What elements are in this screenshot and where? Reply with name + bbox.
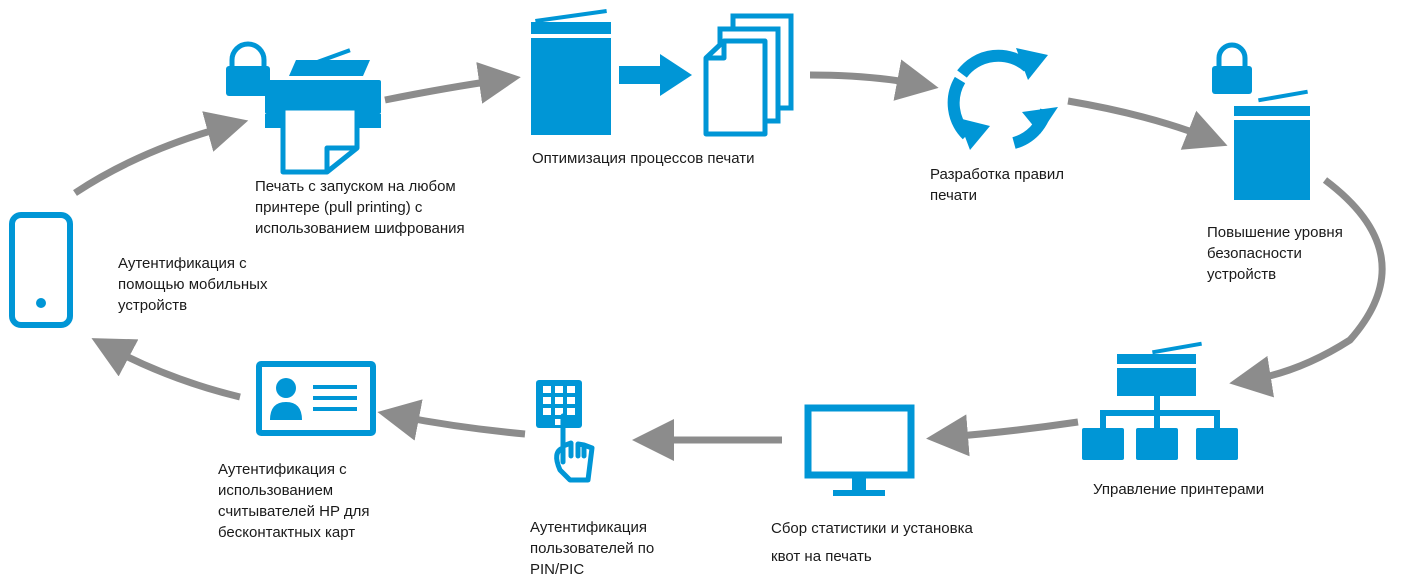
arrow-phone-to-pull-print — [73, 111, 249, 196]
step-label-printer-management: Управление принтерами — [1093, 481, 1265, 498]
step-label-device-security: Повышение уровня безопасности устройств — [1207, 224, 1343, 283]
arrow-pull-print-to-optimization — [384, 62, 521, 104]
step-label-card-authentication: Аутентификация с использованием считыват… — [218, 461, 370, 541]
arrow-management-to-statistics — [926, 414, 1079, 457]
arrow-pin-to-card — [377, 399, 526, 441]
printer-network-icon — [1082, 341, 1238, 460]
id-card-icon — [256, 361, 376, 436]
locked-printer-with-paper-icon — [226, 41, 381, 175]
arrow-security-to-management — [1229, 177, 1386, 398]
mobile-phone-icon — [9, 212, 73, 328]
step-label-print-rules: Разработка правил печати — [930, 166, 1065, 204]
refresh-cycle-icon — [947, 48, 1058, 150]
locked-printer-icon — [1212, 42, 1310, 200]
cycle-arrows — [73, 59, 1386, 461]
step-label-statistics-line1: Сбор статистики и установка — [771, 520, 973, 537]
step-label-print-optimization: Оптимизация процессов печати — [532, 150, 755, 167]
step-label-pin-authentication: Аутентификация пользователей по PIN/PIC — [530, 519, 655, 578]
keypad-finger-icon — [536, 380, 595, 483]
step-label-pull-printing: Печать с запуском на любом принтере (pul… — [255, 178, 465, 237]
step-label-statistics-line2: квот на печать — [771, 548, 872, 565]
step-label-mobile-authentication: Аутентификация с помощью мобильных устро… — [118, 255, 268, 314]
arrow-optimization-to-rules — [809, 59, 939, 101]
arrow-card-to-phone — [91, 338, 241, 401]
monitor-icon — [804, 404, 915, 496]
arrow-rules-to-security — [1067, 97, 1228, 150]
printer-to-documents-icon — [531, 9, 794, 137]
